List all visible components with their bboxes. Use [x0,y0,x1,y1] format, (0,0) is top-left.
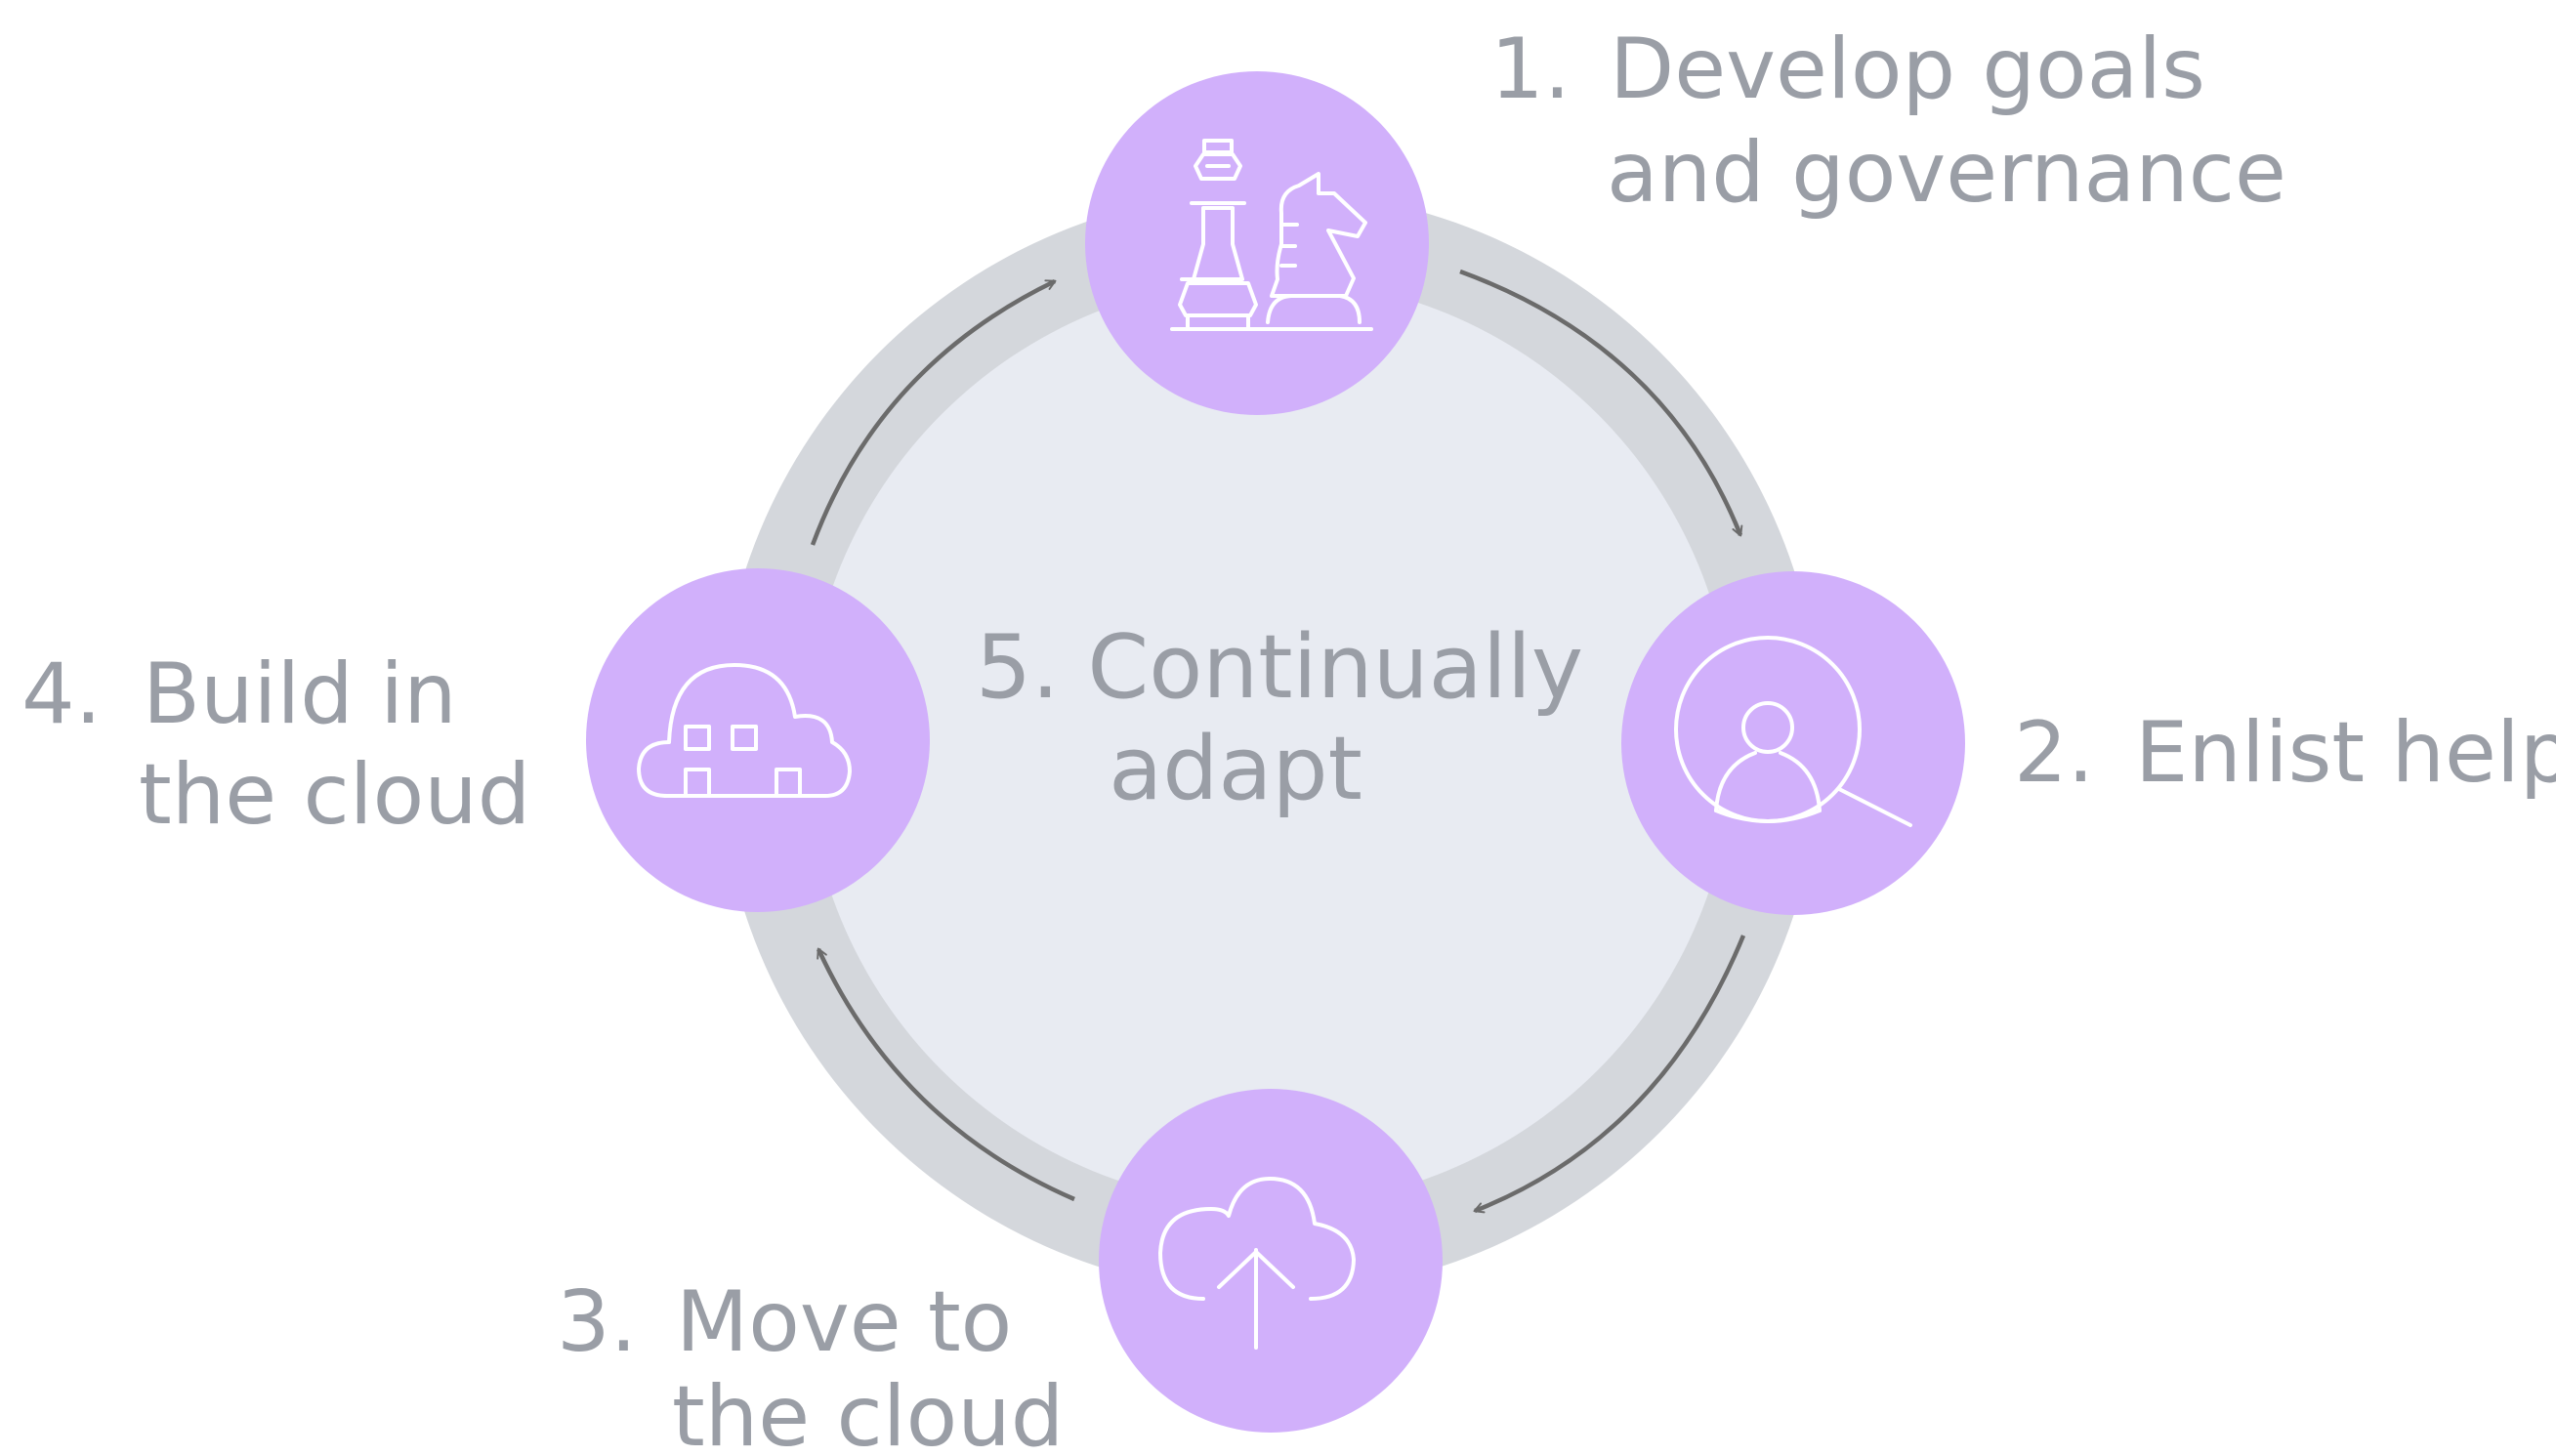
step-1-line2: and governance [1607,124,2286,222]
arrow-1-to-2 [1459,269,1743,537]
person-search-icon [1674,636,1912,827]
step-1-line1: Develop goals [1610,21,2205,118]
arrow-4-to-1 [810,278,1057,546]
step-4-number: 4. [21,645,102,743]
center-label-line2: adapt [1109,718,1362,820]
inner-disc [806,278,1734,1206]
arrow-3-to-4 [816,947,1075,1202]
step-3-line1: Move to [676,1273,1012,1371]
chess-pieces-icon [1170,139,1373,331]
step-3-node [1099,1089,1443,1433]
cloud-building-icon [637,663,852,798]
step-4-node [586,568,930,912]
step-3-line2: the cloud [672,1368,1064,1456]
step-3-number: 3. [557,1273,637,1371]
step-4-line1: Build in [143,645,457,743]
step-1-node [1085,71,1429,415]
arrow-2-to-3 [1473,935,1746,1214]
step-1-number: 1. [1490,21,1571,118]
cloud-upload-icon [1158,1177,1356,1350]
step-2-node [1621,571,1965,915]
center-label-line1: 5. Continually [976,616,1583,719]
step-2-number: 2. [2014,704,2094,802]
step-4-line2: the cloud [139,746,530,844]
step-2-line1: Enlist help [2135,704,2556,802]
